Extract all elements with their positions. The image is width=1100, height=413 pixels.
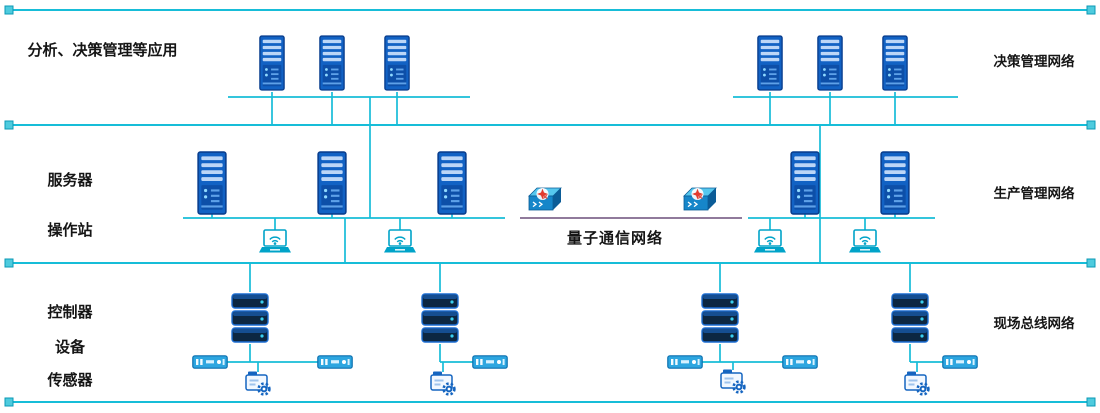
- io-module-icon: [942, 355, 978, 369]
- server-layer-label: 服务器: [47, 172, 93, 189]
- io-module-icon: [782, 355, 818, 369]
- server-icon: [384, 34, 410, 92]
- controller-stack-icon: [700, 292, 740, 344]
- server-icon: [880, 151, 910, 215]
- fieldbus-network-label: 现场总线网络: [993, 316, 1075, 331]
- quantum-switch-icon: [527, 184, 563, 216]
- quantum-switch-icon: [682, 184, 718, 216]
- decision-network-label: 决策管理网络: [993, 54, 1075, 69]
- plc-gear-icon: [245, 370, 271, 396]
- laptop-wifi-icon: [384, 229, 416, 255]
- server-icon: [317, 151, 347, 215]
- server-icon: [437, 151, 467, 215]
- laptop-wifi-icon: [754, 229, 786, 255]
- server-icon: [790, 151, 820, 215]
- laptop-wifi-icon: [259, 229, 291, 255]
- server-icon: [197, 151, 227, 215]
- controller-stack-icon: [420, 292, 460, 344]
- server-icon: [757, 34, 783, 92]
- tier-bus-lines: [12, 9, 1088, 403]
- plc-gear-icon: [720, 368, 746, 394]
- io-module-icon: [317, 355, 353, 369]
- controller-stack-icon: [230, 292, 270, 344]
- server-icon: [259, 34, 285, 92]
- controller-stack-icon: [890, 292, 930, 344]
- server-icon: [882, 34, 908, 92]
- sensor-layer-label: 传感器: [47, 372, 93, 389]
- io-module-icon: [667, 355, 703, 369]
- production-network-label: 生产管理网络: [993, 186, 1075, 201]
- bus-endpoint-nodes: [4, 5, 1096, 407]
- decision-layer-label: 分析、决策管理等应用: [27, 42, 178, 59]
- io-module-icon: [192, 355, 228, 369]
- server-icon: [817, 34, 843, 92]
- quantum-network-label: 量子通信网络: [566, 230, 663, 247]
- io-module-icon: [472, 355, 508, 369]
- controller-layer-label: 控制器: [47, 304, 93, 321]
- workstation-layer-label: 操作站: [47, 222, 93, 239]
- equipment-layer-label: 设备: [54, 339, 85, 356]
- plc-gear-icon: [430, 370, 456, 396]
- server-icon: [319, 34, 345, 92]
- plc-gear-icon: [904, 370, 930, 396]
- laptop-wifi-icon: [849, 229, 881, 255]
